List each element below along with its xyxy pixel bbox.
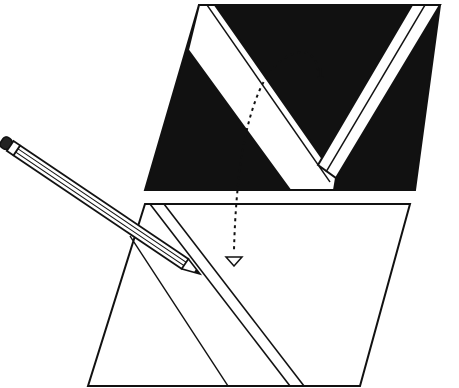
dark-pattern-panel: [145, 5, 440, 190]
step-marker: 1: [316, 65, 324, 82]
